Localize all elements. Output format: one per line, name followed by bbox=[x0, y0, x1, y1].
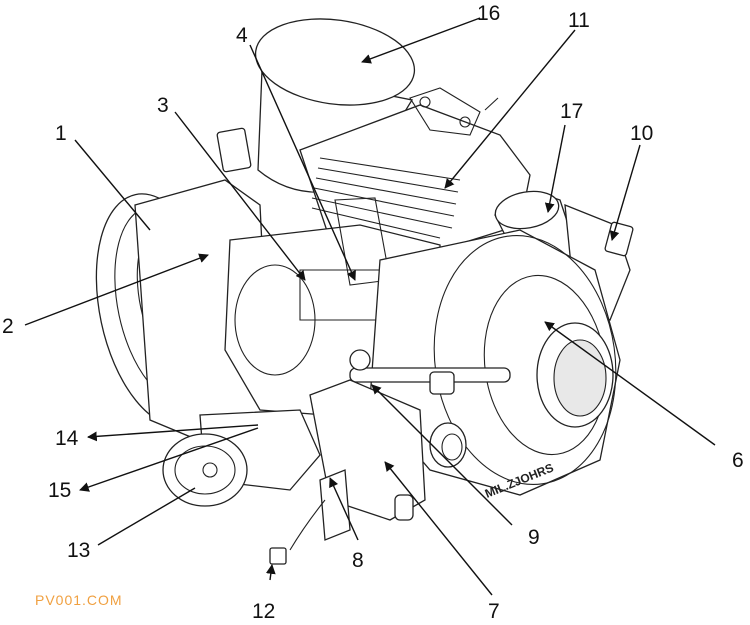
leader-11 bbox=[444, 29, 576, 189]
engine-illustration: MIL.ZJOHRS bbox=[95, 18, 634, 565]
label-15: 15 bbox=[48, 479, 71, 502]
label-9: 9 bbox=[528, 526, 540, 549]
label-6: 6 bbox=[732, 449, 744, 472]
label-13: 13 bbox=[67, 539, 90, 562]
carburetor bbox=[162, 409, 321, 507]
label-8: 8 bbox=[352, 549, 364, 572]
label-2: 2 bbox=[2, 315, 14, 338]
label-4: 4 bbox=[236, 24, 248, 47]
leader-16 bbox=[361, 17, 481, 64]
leader-6 bbox=[544, 321, 716, 446]
leader-3 bbox=[174, 111, 306, 281]
cylinder-head bbox=[299, 87, 531, 251]
linkage-rod bbox=[349, 349, 511, 395]
leader-2 bbox=[24, 253, 209, 326]
leader-9 bbox=[371, 384, 513, 526]
leader-10 bbox=[609, 144, 641, 241]
leader-lines bbox=[24, 17, 716, 596]
leader-7 bbox=[384, 461, 493, 596]
label-7: 7 bbox=[488, 600, 500, 623]
leader-12 bbox=[265, 564, 276, 581]
lower-housing bbox=[309, 379, 426, 541]
air-filter-cylinder bbox=[254, 18, 416, 193]
throttle-cable bbox=[269, 499, 326, 565]
label-3: 3 bbox=[157, 94, 169, 117]
leader-8 bbox=[329, 477, 359, 541]
label-1: 1 bbox=[55, 122, 67, 145]
label-17: 17 bbox=[560, 100, 583, 123]
leader-13 bbox=[97, 487, 196, 546]
label-16: 16 bbox=[477, 2, 500, 25]
watermark: PV001.COM bbox=[35, 592, 123, 608]
label-11: 11 bbox=[568, 9, 590, 32]
leader-14 bbox=[87, 424, 259, 442]
leader-4 bbox=[249, 44, 356, 281]
leader-17 bbox=[544, 124, 566, 213]
leader-15 bbox=[79, 427, 259, 492]
leader-1 bbox=[74, 139, 151, 231]
label-12: 12 bbox=[252, 600, 275, 623]
label-10: 10 bbox=[630, 122, 653, 145]
right-cover: MIL.ZJOHRS bbox=[369, 229, 621, 501]
label-14: 14 bbox=[55, 427, 79, 450]
drain-plug bbox=[429, 422, 467, 468]
